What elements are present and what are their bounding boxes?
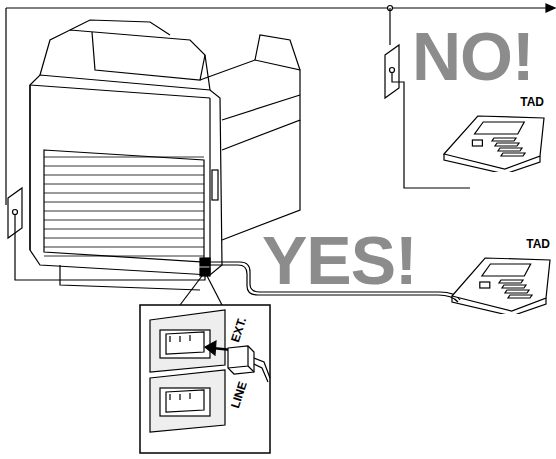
- tad-drawing: [448, 254, 554, 314]
- tad-drawing: [440, 112, 548, 172]
- device-name: TAD: [440, 96, 548, 108]
- approval-label: YES!: [262, 226, 417, 294]
- answering-machine: TAD: [440, 96, 548, 172]
- warning-label: NO!: [412, 22, 534, 90]
- answering-machine: TAD: [448, 238, 554, 314]
- device-name: TAD: [448, 238, 554, 250]
